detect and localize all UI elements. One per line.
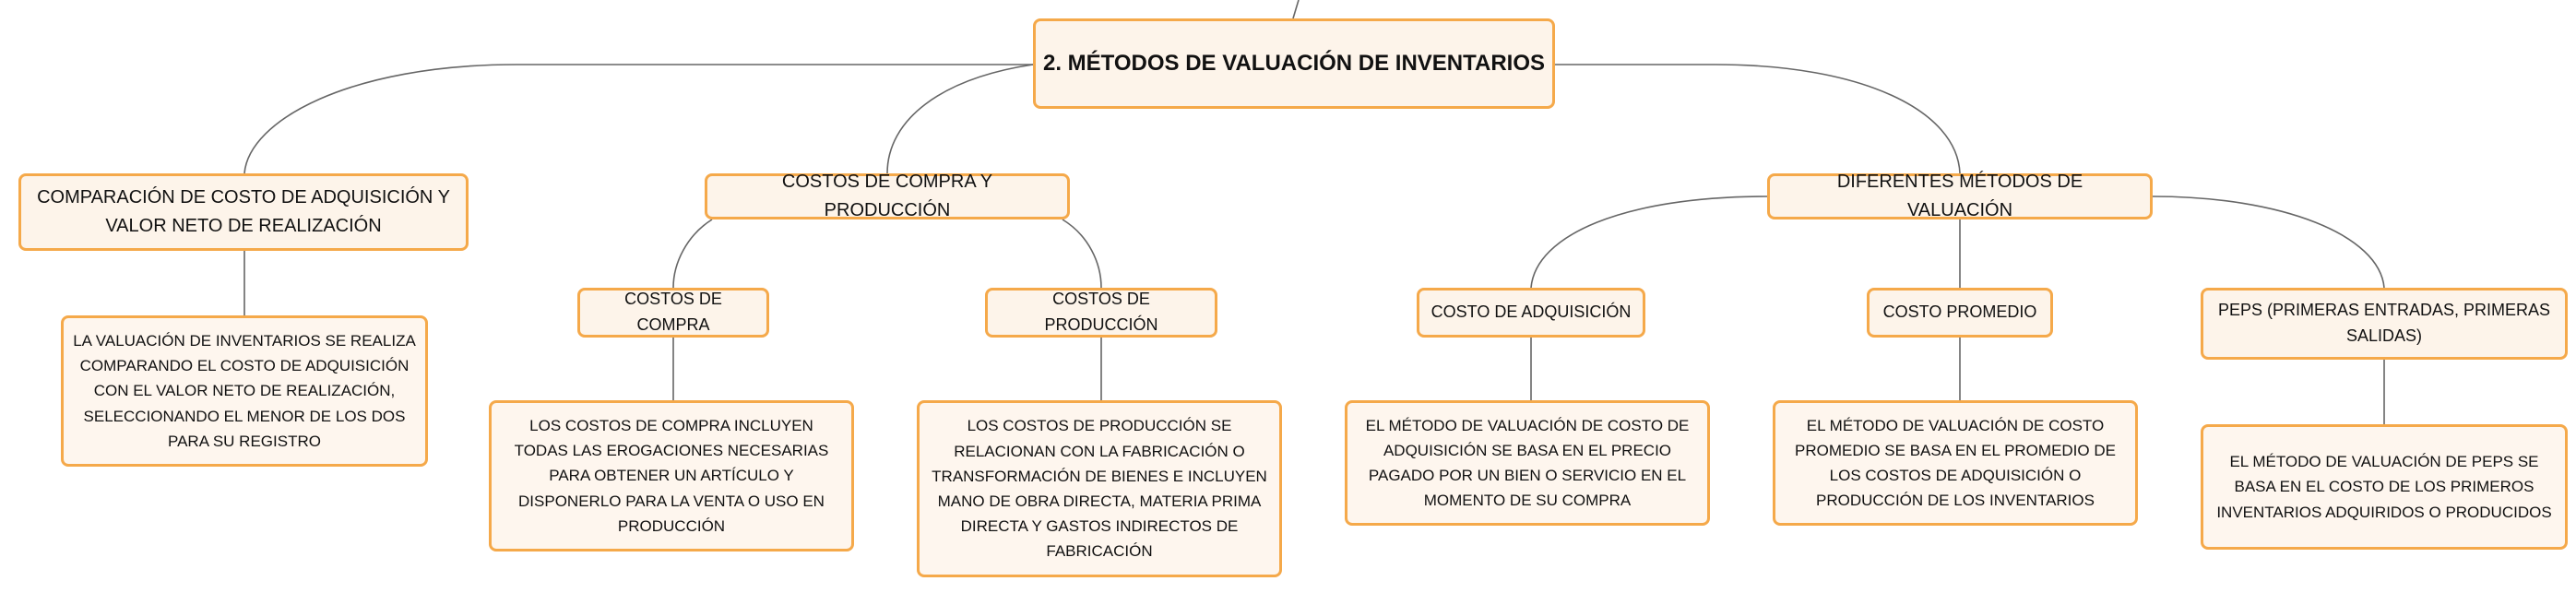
detail-costos-produccion[interactable]: LOS COSTOS DE PRODUCCIÓN SE RELACIONAN C…: [917, 400, 1282, 577]
node-costos-compra-label: COSTOS DE COMPRA: [624, 290, 722, 334]
node-comparacion[interactable]: COMPARACIÓN DE COSTO DE ADQUISICIÓN Y VA…: [18, 173, 469, 251]
node-costos-compra[interactable]: COSTOS DE COMPRA: [577, 288, 769, 338]
node-costos-produccion[interactable]: COSTOS DE PRODUCCIÓN: [985, 288, 1217, 338]
connector-ccp-produccion: [1062, 219, 1102, 289]
detail-costo-adquisicion[interactable]: EL MÉTODO DE VALUACIÓN DE COSTO DE ADQUI…: [1345, 400, 1710, 526]
root-node-label: 2. MÉTODOS DE VALUACIÓN DE INVENTARIOS: [1042, 51, 1546, 76]
connector-ccp-compra: [672, 219, 713, 289]
node-costos-compra-produccion-label: COSTOS DE COMPRA Y PRODUCCIÓN: [781, 172, 993, 220]
detail-costo-adquisicion-text: EL MÉTODO DE VALUACIÓN DE COSTO DE ADQUI…: [1365, 416, 1690, 510]
detail-comparacion[interactable]: LA VALUACIÓN DE INVENTARIOS SE REALIZA C…: [61, 315, 428, 467]
connector-root-up: [1292, 0, 1300, 19]
node-peps-label: PEPS (PRIMERAS ENTRADAS, PRIMERAS SALIDA…: [2217, 301, 2551, 345]
node-peps[interactable]: PEPS (PRIMERAS ENTRADAS, PRIMERAS SALIDA…: [2201, 288, 2568, 360]
detail-costo-promedio[interactable]: EL MÉTODO DE VALUACIÓN DE COSTO PROMEDIO…: [1773, 400, 2138, 526]
detail-costos-compra[interactable]: LOS COSTOS DE COMPRA INCLUYEN TODAS LAS …: [489, 400, 854, 551]
connector-root-costos-compra-produccion: [886, 64, 1034, 174]
connector-dm-adquisicion: [1530, 196, 1768, 289]
node-diferentes-metodos-label: DIFERENTES MÉTODOS DE VALUACIÓN: [1836, 172, 2083, 220]
detail-peps[interactable]: EL MÉTODO DE VALUACIÓN DE PEPS SE BASA E…: [2201, 424, 2568, 550]
node-costos-produccion-label: COSTOS DE PRODUCCIÓN: [1044, 290, 1158, 334]
detail-peps-text: EL MÉTODO DE VALUACIÓN DE PEPS SE BASA E…: [2216, 453, 2552, 521]
node-costo-adquisicion[interactable]: COSTO DE ADQUISICIÓN: [1417, 288, 1645, 338]
node-costos-compra-produccion[interactable]: COSTOS DE COMPRA Y PRODUCCIÓN: [705, 172, 1070, 220]
node-diferentes-metodos[interactable]: DIFERENTES MÉTODOS DE VALUACIÓN: [1767, 172, 2153, 220]
connector-root-comparacion: [243, 64, 1033, 174]
connector-root-diferentes-metodos: [1555, 64, 1961, 174]
detail-costos-compra-text: LOS COSTOS DE COMPRA INCLUYEN TODAS LAS …: [514, 417, 829, 535]
node-comparacion-label: COMPARACIÓN DE COSTO DE ADQUISICIÓN Y VA…: [37, 187, 450, 236]
detail-comparacion-text: LA VALUACIÓN DE INVENTARIOS SE REALIZA C…: [73, 332, 416, 450]
detail-costos-produccion-text: LOS COSTOS DE PRODUCCIÓN SE RELACIONAN C…: [932, 417, 1267, 561]
connector-dm-peps: [2152, 196, 2385, 289]
node-costo-promedio[interactable]: COSTO PROMEDIO: [1867, 288, 2053, 338]
root-node[interactable]: 2. MÉTODOS DE VALUACIÓN DE INVENTARIOS: [1033, 18, 1555, 109]
node-costo-adquisicion-label: COSTO DE ADQUISICIÓN: [1430, 302, 1632, 322]
detail-costo-promedio-text: EL MÉTODO DE VALUACIÓN DE COSTO PROMEDIO…: [1795, 416, 2116, 510]
node-costo-promedio-label: COSTO PROMEDIO: [1882, 302, 2037, 322]
